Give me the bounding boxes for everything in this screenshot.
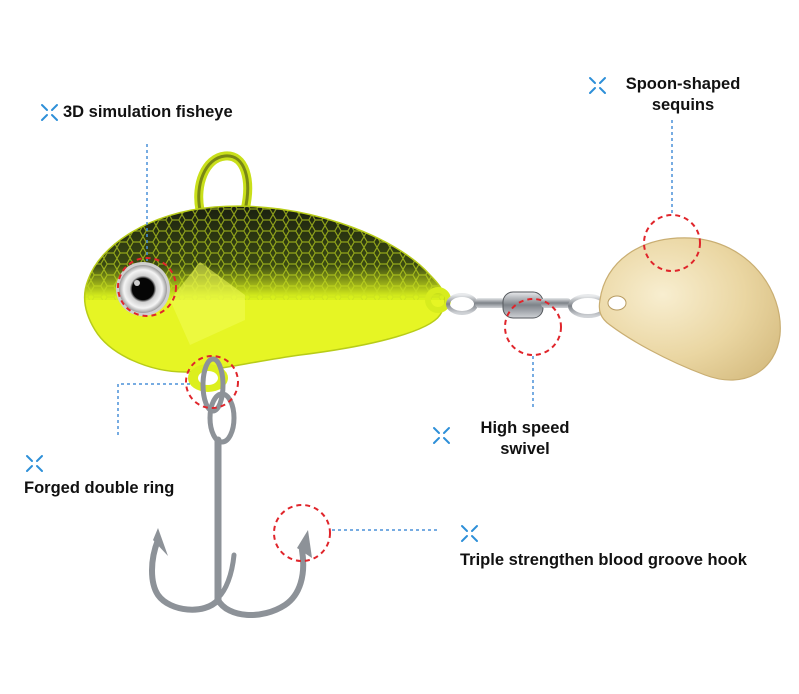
spoon-label: Spoon-shaped sequins [608, 74, 758, 116]
fisheye [116, 262, 170, 316]
treble-hook [149, 356, 307, 618]
ring-highlight-circle [185, 355, 239, 409]
spoon-blade [598, 237, 781, 381]
spoon-highlight-circle [643, 214, 701, 272]
spoon-label-line2: sequins [651, 96, 715, 114]
fisheye-label: 3D simulation fisheye [63, 103, 233, 121]
swivel-label-line1: High speed [480, 419, 570, 437]
cross-marker-icon [433, 427, 450, 444]
cross-marker-icon [41, 104, 58, 121]
swivel-label-line2: swivel [500, 440, 550, 458]
cross-marker-icon [589, 77, 606, 94]
fisheye-highlight-circle [117, 257, 177, 317]
ring-leader-line [117, 383, 190, 435]
hook-highlight-circle [273, 504, 331, 562]
spoon-label-line1: Spoon-shaped [625, 75, 741, 93]
cross-marker-icon [26, 455, 43, 472]
ring-label: Forged double ring [24, 479, 175, 497]
swivel [446, 291, 608, 319]
swivel-highlight-circle [504, 298, 562, 356]
cross-marker-icon [461, 525, 478, 542]
swivel-label: High speed swivel [465, 418, 585, 460]
hook-label: Triple strengthen blood groove hook [460, 551, 747, 569]
